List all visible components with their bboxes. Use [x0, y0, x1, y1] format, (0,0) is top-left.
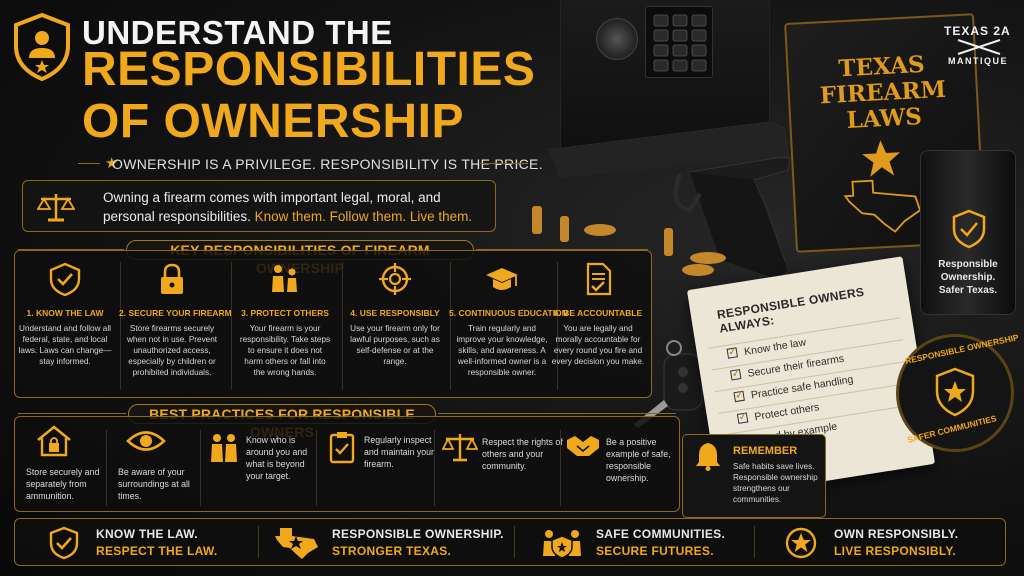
footer-line2: STRONGER TEXAS. — [332, 544, 452, 558]
graduation-cap-icon — [486, 268, 518, 290]
responsibility-card: 4. USE RESPONSIBLY Use your firearm only… — [342, 262, 448, 390]
best-practice-item: Be aware of your surroundings at all tim… — [118, 424, 202, 508]
texas-firearm-laws-book: TEXAS FIREARM LAWS — [784, 13, 986, 253]
book-star-icon — [862, 140, 901, 177]
clipboard-check-icon — [329, 432, 355, 464]
tumbler-mug — [920, 150, 1016, 315]
responsibility-title: 5. CONTINUOUS EDUCATION — [449, 308, 568, 318]
bell-icon — [696, 443, 720, 471]
responsibility-card: 5. CONTINUOUS EDUCATION Train regularly … — [449, 262, 568, 390]
notebook-item: Protect others — [736, 401, 820, 426]
best-practice-item: Be a positive example of safe, responsib… — [566, 424, 678, 508]
footer-line2: SECURE FUTURES. — [596, 544, 714, 558]
crossed-rifles-icon — [957, 39, 1001, 55]
shield-check-icon — [49, 262, 81, 296]
safe-dial — [596, 18, 638, 60]
responsibility-text: Use your firearm only for lawful purpose… — [350, 324, 440, 366]
responsibility-text: Store firearms securely when not in use.… — [126, 324, 218, 377]
best-practice-text: Respect the rights of others and your co… — [482, 437, 563, 471]
scales-icon — [442, 434, 478, 462]
best-practice-text: Be a positive example of safe, responsib… — [606, 437, 671, 483]
mug-shield-icon — [952, 209, 986, 249]
footer-line2: LIVE RESPONSIBLY. — [834, 544, 957, 558]
remember-box: REMEMBER Safe habits save lives. Respons… — [682, 434, 826, 518]
people-icon — [272, 265, 297, 292]
document-check-icon — [586, 262, 612, 296]
best-practice-item: Regularly inspect and maintain your fire… — [328, 424, 436, 508]
pistol-image — [547, 121, 791, 280]
footer-line1: RESPONSIBLE OWNERSHIP. — [332, 527, 504, 541]
texas-outline-icon — [843, 179, 922, 233]
remember-title: REMEMBER — [733, 445, 798, 457]
shield-check-icon — [49, 526, 79, 560]
responsibility-title: 6. BE ACCOUNTABLE — [553, 308, 643, 318]
responsibility-text: Your firearm is your responsibility. Tak… — [239, 324, 331, 377]
notebook-title: RESPONSIBLE OWNERS ALWAYS: — [716, 284, 866, 336]
responsibility-title: 1. KNOW THE LAW — [26, 308, 104, 318]
padlock-icon — [161, 263, 183, 294]
intro-highlight: Know them. Follow them. Live them. — [254, 209, 473, 224]
responsibility-card: 6. BE ACCOUNTABLE You are legally and mo… — [545, 262, 651, 390]
mug-text: Responsible Ownership. Safer Texas. — [938, 259, 998, 296]
responsibility-text: Understand and follow all federal, state… — [18, 324, 112, 366]
owner-shield-icon — [14, 12, 70, 82]
tagline: OWNERSHIP IS A PRIVILEGE. RESPONSIBILITY… — [112, 156, 543, 172]
title-line2: RESPONSIBILITIES — [82, 43, 536, 96]
footer-line1: SAFE COMMUNITIES. — [596, 527, 726, 541]
best-practice-item: Know who is around you and what is beyon… — [208, 424, 318, 508]
crosshair-icon — [379, 263, 411, 295]
ammunition-image — [532, 206, 726, 276]
house-lock-icon — [37, 425, 71, 457]
responsibility-card: 2. SECURE YOUR FIREARM Store firearms se… — [119, 262, 232, 390]
best-practice-item: Store securely and separately from ammun… — [26, 424, 108, 508]
footer-bar — [14, 518, 1006, 566]
best-practice-text: Know who is around you and what is beyon… — [246, 435, 308, 481]
star-badge-icon — [785, 527, 817, 559]
footer-line1: OWN RESPONSIBLY. — [834, 527, 959, 541]
remember-text: Safe habits save lives. Responsible owne… — [733, 462, 818, 504]
responsibility-card: 3. PROTECT OTHERS Your firearm is your r… — [232, 262, 338, 390]
best-practice-text: Be aware of your surroundings at all tim… — [118, 467, 190, 501]
people-icon — [211, 434, 237, 462]
scales-of-justice-icon — [37, 194, 75, 222]
handshake-icon — [567, 436, 599, 456]
logo-top-text: TEXAS 2A — [944, 24, 1011, 38]
tagline-star-icon: ★ — [105, 155, 119, 172]
best-practice-item: Respect the rights of others and your co… — [442, 424, 563, 508]
footer-line1: KNOW THE LAW. — [96, 527, 198, 541]
responsible-ownership-patch — [896, 334, 1014, 452]
logo-bottom-text: MANTIQUE — [948, 56, 1008, 66]
responsibility-title: 2. SECURE YOUR FIREARM — [119, 308, 232, 318]
safe-keypad — [645, 6, 713, 78]
intro-text: Owning a firearm comes with important le… — [103, 190, 473, 224]
title-line3: OF OWNERSHIP — [82, 95, 465, 148]
intro-box: Owning a firearm comes with important le… — [22, 180, 496, 232]
footer-line2: RESPECT THE LAW. — [96, 544, 218, 558]
responsibility-text: You are legally and morally accountable … — [551, 324, 645, 366]
responsibility-text: Train regularly and improve your knowled… — [456, 324, 548, 377]
responsibility-card: 1. KNOW THE LAW Understand and follow al… — [12, 262, 118, 390]
car-key-image — [634, 340, 703, 428]
texas-star-icon — [275, 528, 318, 559]
patch-shield-icon — [935, 367, 975, 417]
best-practice-text: Store securely and separately from ammun… — [26, 467, 100, 501]
best-practice-text: Regularly inspect and maintain your fire… — [364, 435, 434, 469]
responsibility-title: 4. USE RESPONSIBLY — [350, 308, 440, 318]
community-icon — [543, 530, 581, 559]
title-line1: UNDERSTAND THE — [82, 14, 393, 51]
responsibility-title: 3. PROTECT OTHERS — [241, 308, 329, 318]
eye-icon — [126, 431, 166, 451]
